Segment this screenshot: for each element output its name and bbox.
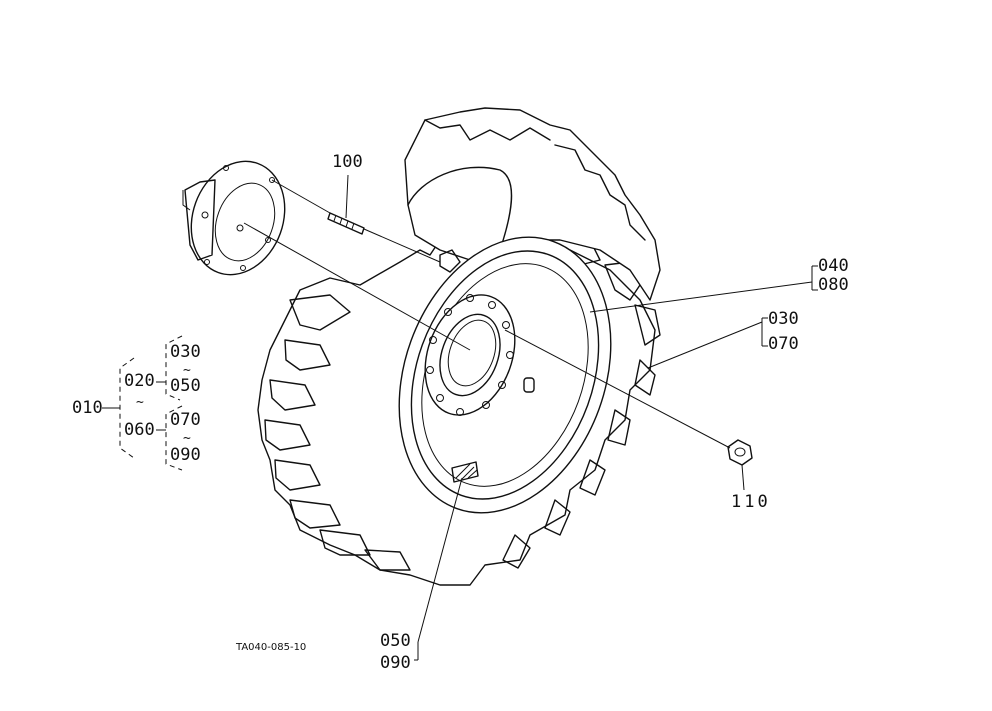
callout-030-left: 030: [170, 342, 201, 362]
callout-050-left: 050: [170, 376, 201, 396]
callout-110: 110: [731, 492, 771, 512]
tire-top-section: [404, 107, 661, 301]
callout-080: 080: [818, 275, 849, 295]
callout-100: 100: [332, 152, 363, 172]
rim-lug: [439, 249, 461, 273]
drawing-code: TA040-085-10: [236, 642, 307, 653]
valve-stem: [523, 377, 535, 393]
callout-090-left: 090: [170, 445, 201, 465]
callout-090-bottom: 090: [380, 653, 411, 673]
bolt-holes: [426, 294, 514, 416]
callout-030-right: 030: [768, 309, 799, 329]
range-tilde-1: ~: [136, 395, 144, 410]
part-grouping-bracket: [102, 335, 183, 471]
axle-hub: [182, 160, 286, 276]
balance-weight: [451, 461, 479, 483]
callout-040: 040: [818, 256, 849, 276]
range-tilde-3: ~: [183, 431, 191, 446]
range-tilde-2: ~: [183, 363, 191, 378]
leader-lines: [243, 174, 818, 661]
hub-nut: [727, 439, 753, 466]
callout-020: 020: [124, 371, 155, 391]
wheel-rim: [398, 236, 612, 514]
callout-070-right: 070: [768, 334, 799, 354]
callout-010: 010: [72, 398, 103, 418]
callout-050-bottom: 050: [380, 631, 411, 651]
stud-bolt: [327, 212, 365, 235]
callout-070-left: 070: [170, 410, 201, 430]
callout-060: 060: [124, 420, 155, 440]
